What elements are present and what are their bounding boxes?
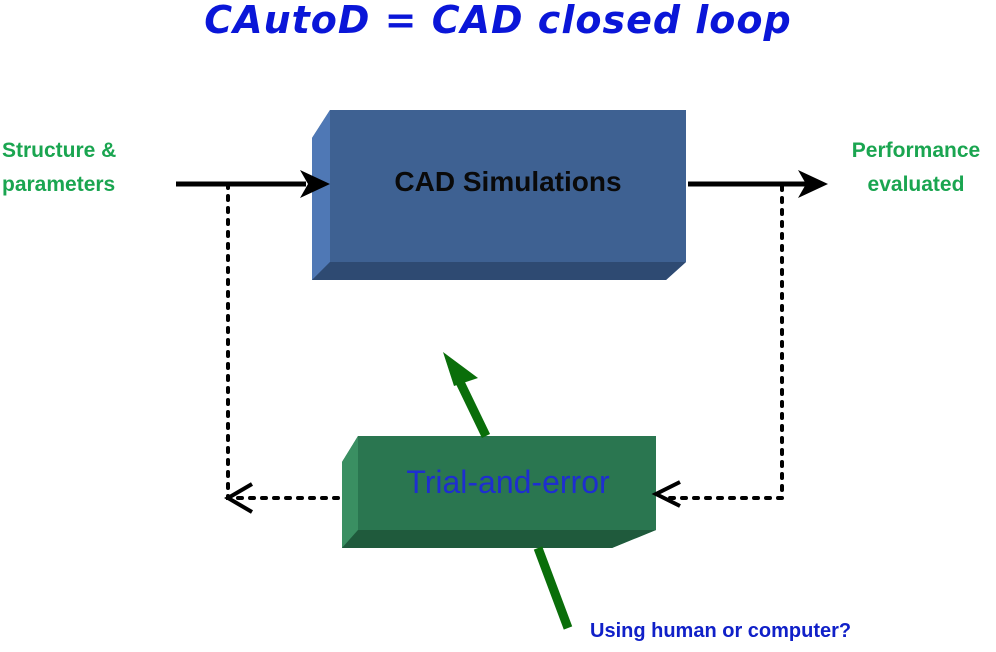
output-label: Performance evaluated <box>836 134 996 202</box>
page-title: CAutoD = CAD closed loop <box>204 0 792 42</box>
cad-simulations-label: CAD Simulations <box>394 166 622 197</box>
input-label: Structure & parameters <box>2 134 162 202</box>
input-label-line-1: Structure & <box>2 139 117 162</box>
input-label-line-2: parameters <box>2 173 116 196</box>
cad-simulations-box <box>312 110 686 280</box>
feedback-dotted-left <box>224 184 340 514</box>
output-arrow <box>688 170 828 198</box>
green-arrow <box>443 352 573 630</box>
trial-and-error-box <box>342 436 656 548</box>
output-label-line-2: evaluated <box>867 173 965 196</box>
output-label-line-1: Performance <box>851 139 981 162</box>
bottom-question-label: Using human or computer? <box>590 620 852 642</box>
input-arrow <box>176 170 330 198</box>
trial-and-error-label: Trial-and-error <box>406 464 610 500</box>
feedback-dotted-right <box>651 184 784 508</box>
